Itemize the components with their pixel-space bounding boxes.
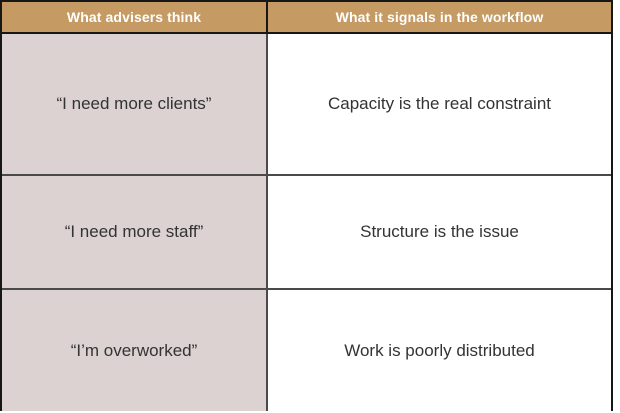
table-row: “I’m overworked” Work is poorly distribu… — [2, 289, 611, 411]
cell-workflow-signal: Work is poorly distributed — [267, 289, 611, 411]
column-header-what-it-signals: What it signals in the workflow — [267, 2, 611, 34]
table-body: “I need more clients” Capacity is the re… — [2, 33, 611, 411]
signals-table: What advisers think What it signals in t… — [2, 2, 611, 411]
column-header-what-advisers-think: What advisers think — [2, 2, 268, 34]
table-header: What advisers think What it signals in t… — [2, 2, 611, 34]
header-row: What advisers think What it signals in t… — [2, 2, 611, 34]
cell-workflow-signal: Capacity is the real constraint — [267, 33, 611, 176]
cell-workflow-signal: Structure is the issue — [267, 175, 611, 290]
cell-adviser-thought: “I need more staff” — [2, 175, 268, 290]
cell-adviser-thought: “I need more clients” — [2, 33, 268, 176]
cell-adviser-thought: “I’m overworked” — [2, 289, 268, 411]
table-row: “I need more staff” Structure is the iss… — [2, 175, 611, 290]
table-row: “I need more clients” Capacity is the re… — [2, 33, 611, 176]
